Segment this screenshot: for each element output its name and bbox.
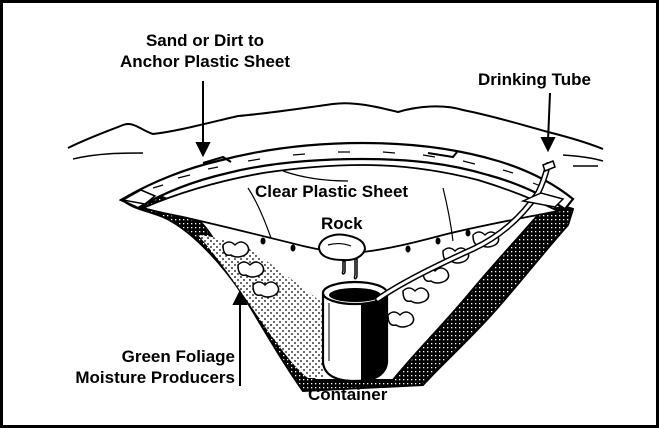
rock-label: Rock: [321, 214, 363, 233]
rim-soil-clods: [120, 189, 565, 208]
anchor-arrowhead: [195, 142, 211, 158]
foliage-arrowhead: [232, 289, 248, 305]
anchor-label-line-1: Sand or Dirt to: [145, 31, 265, 50]
rock: [317, 233, 367, 262]
anchor-soil-rim: [118, 141, 575, 211]
water-drips: [341, 258, 358, 280]
anchor-label-line-2: Anchor Plastic Sheet: [119, 52, 291, 71]
diagram-illustration: [67, 81, 604, 393]
pit-inner-slope: [198, 235, 323, 378]
pointer-arrows: [195, 81, 556, 386]
background-hills: [67, 102, 604, 167]
sheet-fold-lines: [247, 170, 454, 242]
anchor-label: Sand or Dirt to Anchor Plastic Sheet: [95, 30, 315, 72]
container-vessel: [321, 280, 389, 383]
foliage-label: Green Foliage Moisture Producers: [63, 346, 235, 388]
container-label: Container: [308, 385, 388, 404]
condensation-drops: [260, 229, 471, 253]
tube-arrowhead: [540, 137, 556, 153]
rim-texture: [152, 151, 544, 189]
plastic-sheet: [140, 164, 561, 254]
drinking-tube-label: Drinking Tube: [478, 70, 592, 89]
foliage-label-line-1: Green Foliage: [121, 347, 235, 366]
plastic-sheet-label: Clear Plastic Sheet: [255, 182, 409, 201]
foliage-label-line-2: Moisture Producers: [75, 368, 235, 387]
drinking-tube-end: [542, 160, 556, 172]
